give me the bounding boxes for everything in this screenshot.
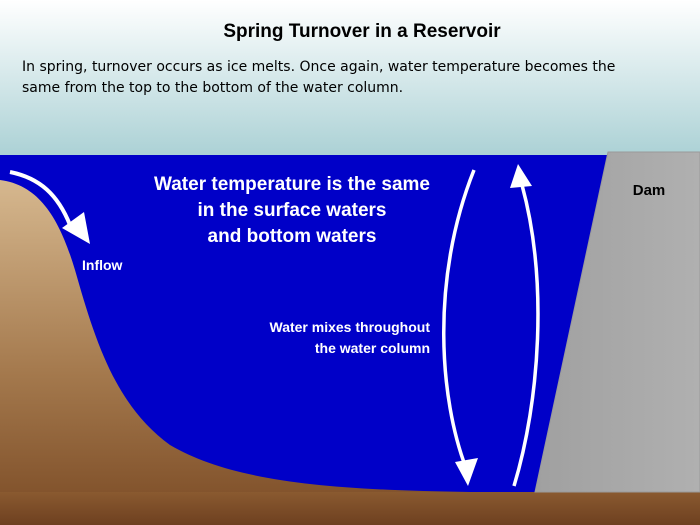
inflow-arrow-icon [9,170,72,226]
dam-label: Dam [633,182,666,199]
mixing-down-arrow-icon [442,169,476,469]
dam [534,151,700,493]
inflow-arrowhead-icon [62,212,90,244]
left-bank [0,180,700,525]
temperature-label-line-3: and bottom waters [208,226,377,247]
inflow-label: Inflow [82,257,123,273]
temperature-label-line-2: in the surface waters [197,200,386,221]
temperature-label-line-1: Water temperature is the same [154,174,430,195]
mixing-up-arrowhead-icon [510,164,532,188]
reservoir-floor [0,492,700,525]
mixing-label-line-2: the water column [315,340,430,356]
description-line-1: In spring, turnover occurs as ice melts.… [22,59,615,75]
sky-background [0,0,700,160]
description-line-2: same from the top to the bottom of the w… [22,80,403,96]
mixing-label-line-1: Water mixes throughout [270,319,431,335]
page-title: Spring Turnover in a Reservoir [223,21,501,42]
mixing-down-arrowhead-icon [455,458,478,486]
mixing-up-arrow-icon [512,184,540,487]
